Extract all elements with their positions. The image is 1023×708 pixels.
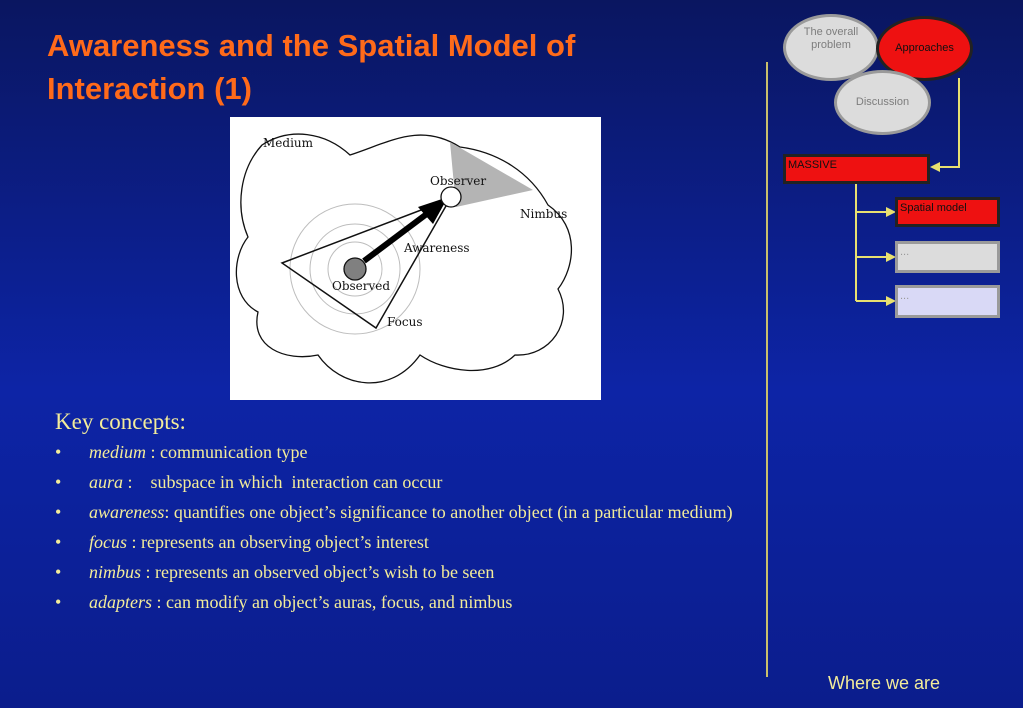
navigator-caption: Where we are <box>828 673 941 693</box>
nav-node-overall-problem[interactable]: The overall problem <box>783 14 879 81</box>
awareness-label: Awareness <box>403 241 470 255</box>
bullet-icon: • <box>55 472 62 492</box>
concept-description: : represents an observed object’s wish t… <box>141 562 495 582</box>
sidebar-divider <box>766 62 768 677</box>
bullet-icon: • <box>55 592 62 612</box>
nav-box-massive[interactable]: MASSIVE <box>783 154 930 184</box>
concept-description: : can modify an object’s auras, focus, a… <box>152 592 513 612</box>
medium-label: Medium <box>263 136 314 150</box>
arrow-head-icon <box>886 207 896 217</box>
spatial-model-diagram: Medium Observer Nimbus Awareness Observe… <box>230 117 601 400</box>
nav-box-label: ... <box>900 246 910 258</box>
concept-item-awareness: • awareness: quantifies one object’s sig… <box>55 501 745 524</box>
observed-label: Observed <box>332 279 390 293</box>
arrow-head-icon <box>930 162 940 172</box>
concept-item-aura: • aura : subspace in which interaction c… <box>55 471 745 494</box>
arrow-head-icon <box>886 252 896 262</box>
concept-item-nimbus: • nimbus : represents an observed object… <box>55 561 745 584</box>
concept-item-focus: • focus : represents an observing object… <box>55 531 745 554</box>
nav-box-spatial-model[interactable]: Spatial model <box>895 197 1000 227</box>
concept-description: : subspace in which interaction can occu… <box>123 472 443 492</box>
concept-term: focus <box>89 532 127 552</box>
nav-node-label: Discussion <box>855 96 910 108</box>
slide-title-line-2: Interaction (1) <box>47 71 252 106</box>
nimbus-cone <box>450 142 533 207</box>
nav-box-more-1[interactable]: ... <box>895 241 1000 273</box>
concept-description: : represents an observing object’s inter… <box>127 532 429 552</box>
bullet-icon: • <box>55 442 62 462</box>
concept-term: nimbus <box>89 562 142 582</box>
bullet-icon: • <box>55 532 62 552</box>
observer-node <box>440 186 462 208</box>
awareness-arrow-shaft <box>362 207 434 264</box>
concept-description: : quantifies one object’s significance t… <box>164 502 733 522</box>
focus-cone <box>280 197 452 330</box>
slide-title-line-1: Awareness and the Spatial Model of <box>47 28 576 63</box>
bullet-icon: • <box>55 502 62 522</box>
observed-node <box>343 257 367 281</box>
bullet-icon: • <box>55 562 62 582</box>
nav-box-label: ... <box>900 290 910 302</box>
awareness-arrow-head <box>418 197 448 224</box>
nimbus-label: Nimbus <box>520 207 567 221</box>
concept-item-adapters: • adapters : can modify an object’s aura… <box>55 591 745 614</box>
nav-node-label: The overall problem <box>803 25 859 51</box>
nav-box-label: MASSIVE <box>788 159 837 171</box>
spatial-model-svg: Medium Observer Nimbus Awareness Observe… <box>235 133 573 384</box>
concept-item-medium: • medium : communication type <box>55 441 745 464</box>
concept-term: awareness <box>89 502 165 522</box>
key-concepts: Key concepts: • medium : communication t… <box>55 406 745 621</box>
observer-label: Observer <box>430 174 486 188</box>
concept-description: : communication type <box>146 442 308 462</box>
focus-label: Focus <box>387 315 423 329</box>
nav-node-discussion[interactable]: Discussion <box>834 70 931 135</box>
concept-term: adapters <box>89 592 152 612</box>
arrow-head-icon <box>886 296 896 306</box>
slide-title: Awareness and the Spatial Model of Inter… <box>47 24 747 110</box>
nav-box-label: Spatial model <box>900 202 967 214</box>
concept-term: medium <box>89 442 146 462</box>
aura-ring-inner <box>327 241 383 297</box>
key-concepts-heading: Key concepts: <box>55 409 186 434</box>
concept-term: aura <box>89 472 124 492</box>
nav-box-more-2[interactable]: ... <box>895 285 1000 318</box>
nav-node-label: Approaches <box>895 42 954 54</box>
connector-approaches-massive <box>938 78 960 168</box>
